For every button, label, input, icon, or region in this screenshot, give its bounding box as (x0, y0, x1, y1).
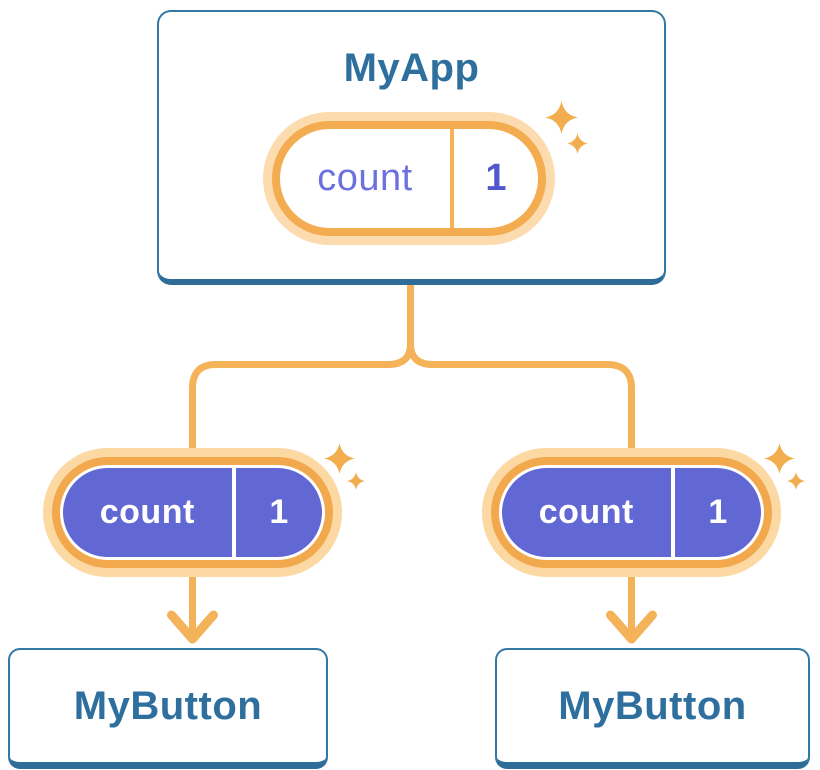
sparkle-icon (347, 472, 365, 490)
state-value-label: 1 (485, 157, 507, 199)
prop-value-cell: 1 (675, 468, 761, 557)
sparkle-icon (567, 133, 588, 154)
pill-divider (449, 129, 454, 228)
myapp-title: MyApp (343, 46, 480, 90)
sparkle-icon (545, 101, 578, 134)
state-name-label: count (317, 157, 413, 199)
pill-divider (670, 468, 675, 557)
mybutton-title: MyButton (73, 683, 263, 728)
mybutton-component-card-left: MyButton (8, 648, 328, 769)
state-value-cell: 1 (454, 129, 538, 228)
arrow-down-icon (167, 610, 218, 644)
mybutton-component-card-right: MyButton (495, 648, 810, 769)
branch-right-line (407, 343, 635, 452)
prop-value-cell: 1 (236, 468, 322, 557)
root-state-pill-ring: count 1 (272, 121, 546, 236)
arrow-down-icon (606, 610, 657, 644)
right-prop-pill-ring: count 1 (491, 457, 772, 568)
state-name-cell: count (280, 129, 450, 228)
left-prop-pill: count 1 (43, 448, 342, 577)
prop-name-cell: count (63, 468, 232, 557)
branch-left-line (189, 281, 414, 452)
right-prop-pill-fill: count 1 (502, 468, 761, 557)
right-prop-pill: count 1 (482, 448, 781, 577)
pill-divider (231, 468, 236, 557)
sparkle-icon (324, 443, 355, 474)
prop-name-label: count (99, 493, 195, 531)
prop-name-cell: count (502, 468, 671, 557)
prop-name-label: count (538, 493, 634, 531)
prop-value-label: 1 (708, 493, 728, 531)
left-prop-pill-ring: count 1 (52, 457, 333, 568)
left-prop-pill-fill: count 1 (63, 468, 322, 557)
prop-value-label: 1 (269, 493, 289, 531)
sparkle-icon (787, 472, 805, 490)
mybutton-title: MyButton (558, 683, 747, 728)
sparkle-icon (764, 443, 795, 474)
root-state-pill: count 1 (263, 112, 555, 245)
